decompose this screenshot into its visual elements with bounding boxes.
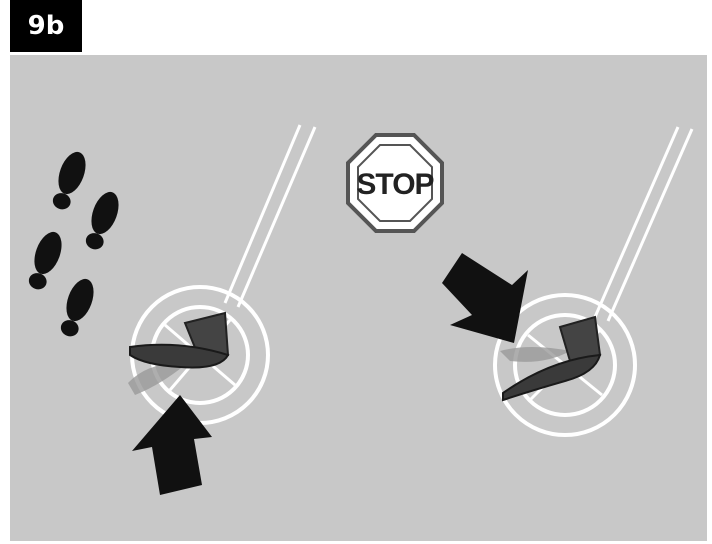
left-wheel-assembly [128, 125, 315, 495]
arrow-down-icon [442, 253, 528, 343]
stop-sign-text: STOP [356, 168, 433, 201]
foot-pedal-icon [130, 313, 228, 368]
figure-label: 9b [10, 0, 82, 52]
right-wheel-assembly [442, 127, 692, 435]
illustration-svg: STOP [10, 55, 707, 541]
illustration-panel: STOP [10, 55, 707, 541]
footprints-icon [24, 148, 124, 340]
stop-sign-icon: STOP [348, 135, 442, 231]
arrow-up-icon [132, 395, 212, 495]
